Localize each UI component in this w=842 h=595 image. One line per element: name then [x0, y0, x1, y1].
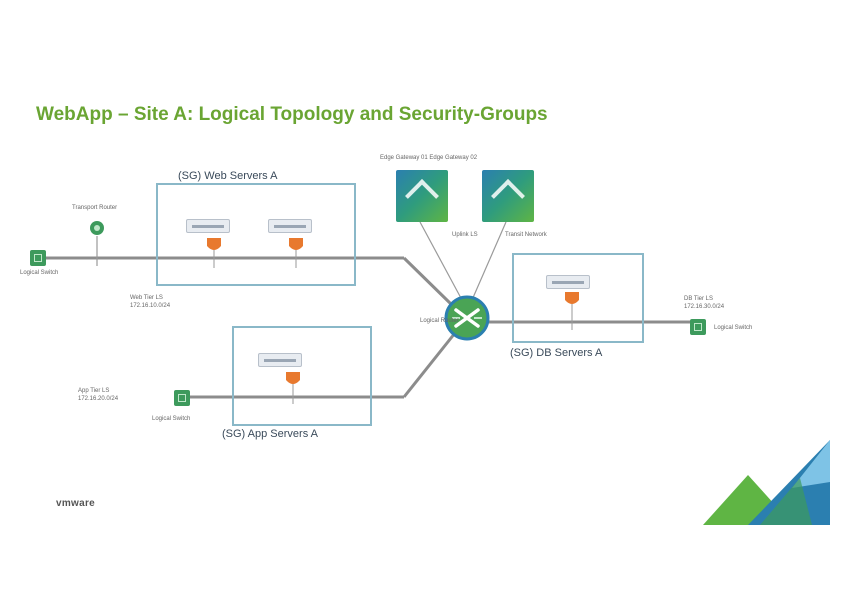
vm-app-1[interactable] [258, 353, 302, 367]
brand-logo [703, 440, 830, 525]
vm-web-1[interactable] [186, 219, 230, 233]
vm-shield-web-2 [289, 238, 303, 250]
sg-app-label: (SG) App Servers A [222, 428, 318, 440]
logical-switch-app-icon[interactable] [174, 390, 190, 406]
edges-caption: Edge Gateway 01 Edge Gateway 02 [380, 155, 478, 161]
link-edge2-to-router [471, 221, 507, 301]
edge-gateway-2-icon[interactable] [482, 170, 534, 222]
slide-title: WebApp – Site A: Logical Topology and Se… [36, 104, 548, 125]
web-ls-label: Logical Switch [20, 270, 59, 276]
top-router-label: Transport Router [72, 205, 118, 211]
edge-gateway-1-icon[interactable] [396, 170, 448, 222]
app-tier-label-1: App Tier LS [78, 388, 110, 394]
vm-shield-db [565, 292, 579, 304]
logical-switch-web-icon[interactable] [30, 250, 46, 266]
vm-shield-web-1 [207, 238, 221, 250]
uplink-left-label: Uplink LS [452, 232, 478, 238]
sg-app-box[interactable] [232, 326, 372, 426]
uplink-right-label: Transit Network [505, 232, 547, 238]
sg-db-box[interactable] [512, 253, 644, 343]
db-tier-label-2: 172.16.30.0/24 [684, 304, 725, 310]
vm-db-1[interactable] [546, 275, 590, 289]
sg-db-label: (SG) DB Servers A [510, 347, 603, 359]
db-tier-label-1: DB Tier LS [684, 296, 714, 302]
app-tier-label-2: 172.16.20.0/24 [78, 396, 119, 402]
distributed-router-icon [444, 295, 490, 341]
web-tier-label-2: 172.16.10.0/24 [130, 303, 171, 309]
sg-web-label: (SG) Web Servers A [178, 170, 278, 182]
vm-shield-app [286, 372, 300, 384]
web-tier-label-1: Web Tier LS [130, 295, 163, 301]
app-ls-label: Logical Switch [152, 416, 191, 422]
link-edge1-to-router [419, 221, 463, 301]
logical-switch-db-icon[interactable] [690, 319, 706, 335]
router-caption: Logical Router [420, 318, 459, 324]
link-web-to-router [402, 256, 454, 307]
sg-web-box[interactable] [156, 183, 356, 286]
vendor-wordmark: vmware [56, 498, 96, 509]
link-app-to-router [402, 332, 457, 398]
db-ls-label: Logical Switch [714, 325, 753, 331]
vm-web-2[interactable] [268, 219, 312, 233]
